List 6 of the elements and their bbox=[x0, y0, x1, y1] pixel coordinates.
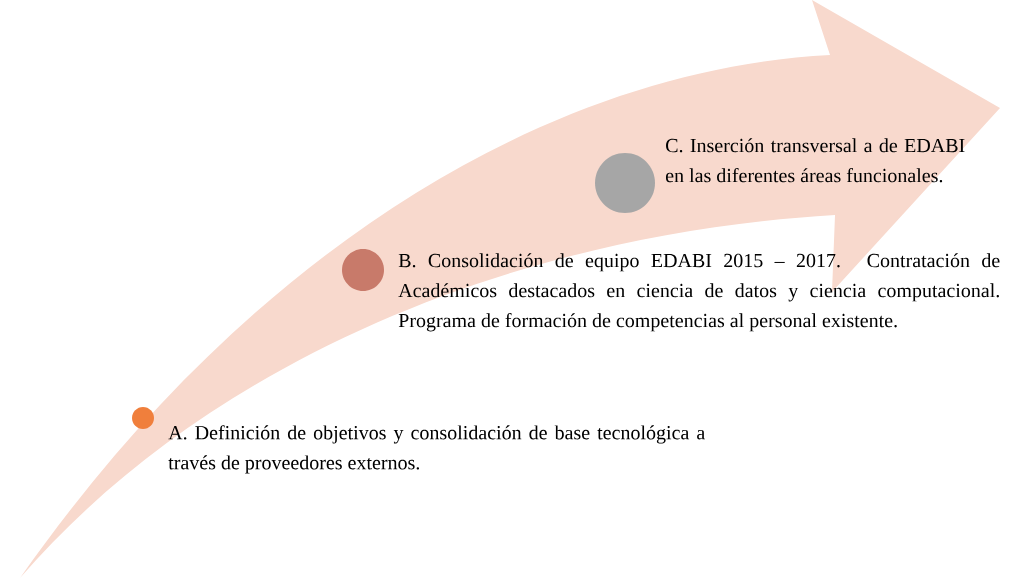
step-dot bbox=[595, 153, 655, 213]
step-text: A. Definición de objetivos y consolidación de base tecnológica a través de proveedores externos. bbox=[168, 425, 705, 474]
step-dot bbox=[132, 407, 154, 429]
step-text: C. Inserción transversal a de EDABI en las diferentes áreas funcionales. bbox=[666, 138, 965, 183]
step-dot bbox=[342, 249, 384, 291]
step-text: B. Consolidación de equipo EDABI 2015 – 2017. Contratación de Académicos destacados en ciencia de datos y ciencia computacional. Programa de formación de competencias al personal existente. bbox=[398, 253, 1000, 332]
